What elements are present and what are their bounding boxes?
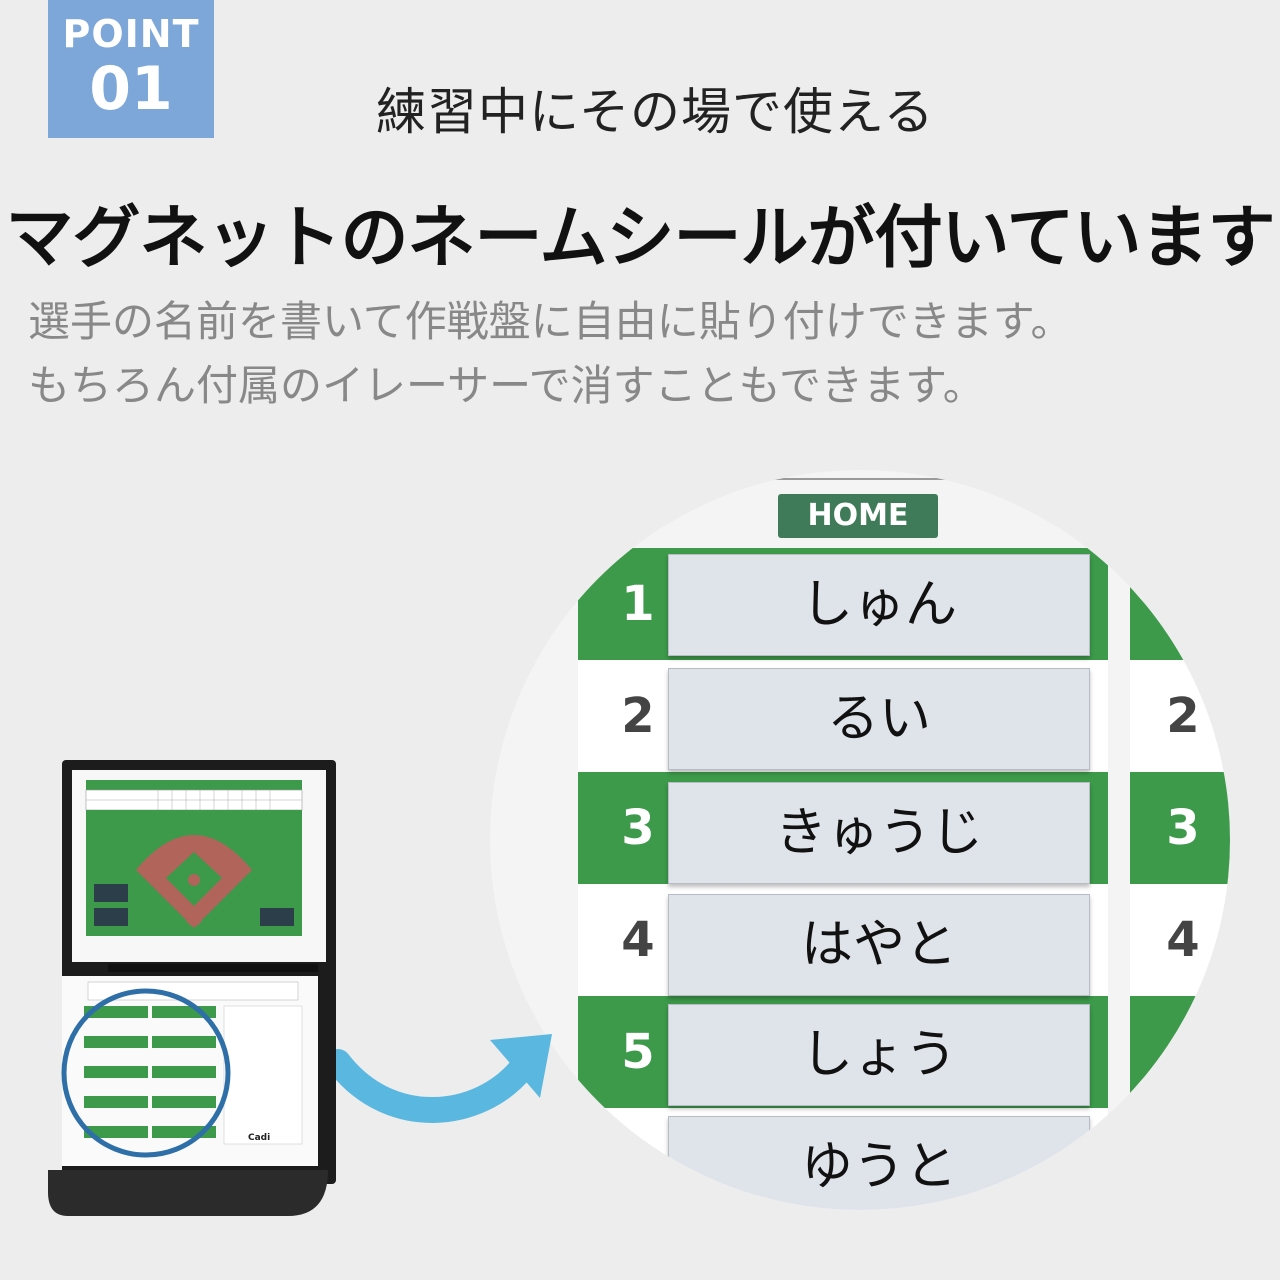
zoom-detail: HOME 2 3 4 1 2 3 4 5 しゅん るい きゅうじ はやと しょう… xyxy=(490,470,1230,1210)
column2-row-bg xyxy=(1130,884,1230,996)
column2-row-bg xyxy=(1130,548,1230,660)
column2-number: 3 xyxy=(1166,800,1200,856)
lineup-number: 3 xyxy=(621,800,655,856)
home-tag: HOME xyxy=(778,494,938,538)
device-brand: Cadi xyxy=(248,1133,270,1143)
arrow-icon xyxy=(330,1034,552,1123)
name-magnet: はやと xyxy=(668,894,1090,996)
tactics-board-device: Cadi xyxy=(48,760,336,1216)
name-magnet: きゅうじ xyxy=(668,782,1090,884)
lineup-number: 4 xyxy=(621,912,655,968)
divider xyxy=(710,478,1010,480)
column2-row-bg xyxy=(1130,660,1230,772)
point-badge: POINT 01 xyxy=(48,0,214,138)
name-magnet: るい xyxy=(668,668,1090,770)
lineup-number: 1 xyxy=(621,576,655,632)
lineup-number: 5 xyxy=(621,1024,655,1080)
lineup-number: 2 xyxy=(621,688,655,744)
body-line-2: もちろん付属のイレーサーで消すこともできます。 xyxy=(28,361,985,410)
column2-number: 4 xyxy=(1166,912,1200,968)
badge-number: 01 xyxy=(89,54,173,124)
name-magnet: しゅん xyxy=(668,554,1090,656)
subheading: 練習中にその場で使える xyxy=(376,83,935,141)
badge-label: POINT xyxy=(62,12,200,56)
headline: マグネットのネームシールが付いています xyxy=(5,199,1276,278)
column2-row-bg xyxy=(1130,996,1230,1108)
column2-row-bg xyxy=(1130,772,1230,884)
name-magnet: しょう xyxy=(668,1004,1090,1106)
body-line-1: 選手の名前を書いて作戦盤に自由に貼り付けできます。 xyxy=(28,297,1073,346)
body-text: 選手の名前を書いて作戦盤に自由に貼り付けできます。 もちろん付属のイレーサーで消… xyxy=(28,290,1073,418)
column2-number: 2 xyxy=(1166,688,1200,744)
name-magnet: ゆうと xyxy=(668,1116,1090,1210)
